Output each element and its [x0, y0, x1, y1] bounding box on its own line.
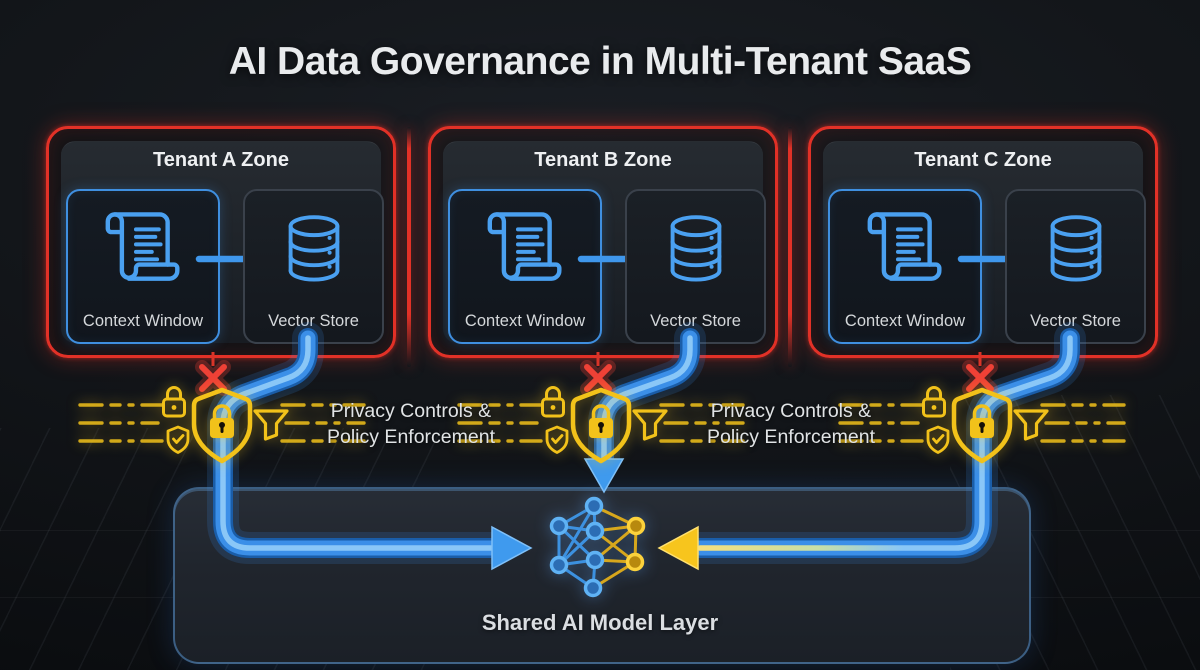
vector-store-label: Vector Store: [650, 312, 741, 330]
page-title: AI Data Governance in Multi-Tenant SaaS: [228, 40, 972, 83]
vector-store-label: Vector Store: [1030, 312, 1121, 330]
privacy-cluster: [838, 386, 1126, 464]
context-window-card: Context Window: [828, 189, 982, 344]
zone-divider: [788, 127, 792, 367]
tenant-b-zone: Tenant B Zone Context Window: [428, 126, 778, 358]
privacy-label-line2: Policy Enforcement: [707, 425, 875, 448]
lock-icon: [162, 386, 186, 418]
filter-icon: [253, 409, 289, 441]
vector-store-card: Vector Store: [243, 189, 384, 344]
lock-icon: [922, 386, 946, 418]
tenant-zone-title: Tenant A Zone: [153, 149, 289, 171]
tenant-a-zone: Tenant A Zone Context Window: [46, 126, 396, 358]
tenant-zone-title: Tenant C Zone: [914, 149, 1052, 171]
vector-store-label: Vector Store: [268, 312, 359, 330]
privacy-label-line1: Privacy Controls &: [710, 400, 872, 422]
context-window-card: Context Window: [448, 189, 602, 344]
context-window-label: Context Window: [464, 312, 586, 330]
database-icon: [245, 203, 382, 293]
database-icon: [627, 203, 764, 293]
context-window-label: Context Window: [82, 312, 204, 330]
vector-store-card: Vector Store: [1005, 189, 1146, 344]
filter-icon: [632, 409, 668, 441]
privacy-controls-label: Privacy Controls & Policy Enforcement: [271, 399, 551, 450]
shield-lock-icon: [570, 387, 632, 464]
shield-check-icon: [545, 425, 569, 454]
context-window-card: Context Window: [66, 189, 220, 344]
context-window-label: Context Window: [844, 312, 966, 330]
shield-check-icon: [926, 425, 950, 454]
scroll-text-icon: [450, 203, 600, 291]
privacy-cluster: [78, 386, 366, 464]
zone-divider: [407, 127, 411, 367]
shield-lock-icon: [951, 387, 1013, 464]
lock-icon: [541, 386, 565, 418]
shield-check-icon: [166, 425, 190, 454]
filter-icon: [1013, 409, 1049, 441]
database-icon: [1007, 203, 1144, 293]
scroll-text-icon: [830, 203, 980, 291]
privacy-label-line2: Policy Enforcement: [327, 425, 495, 448]
tenant-c-zone: Tenant C Zone Context Window: [808, 126, 1158, 358]
privacy-label-line1: Privacy Controls &: [330, 400, 492, 422]
vector-store-card: Vector Store: [625, 189, 766, 344]
scroll-text-icon: [68, 203, 218, 291]
tenant-zone-title: Tenant B Zone: [534, 149, 672, 171]
shared-layer-label: Shared AI Model Layer: [481, 610, 719, 635]
neural-network-icon: [549, 496, 646, 598]
privacy-cluster: [457, 386, 745, 464]
privacy-controls-label: Privacy Controls & Policy Enforcement: [651, 399, 931, 450]
shield-lock-icon: [191, 387, 253, 464]
